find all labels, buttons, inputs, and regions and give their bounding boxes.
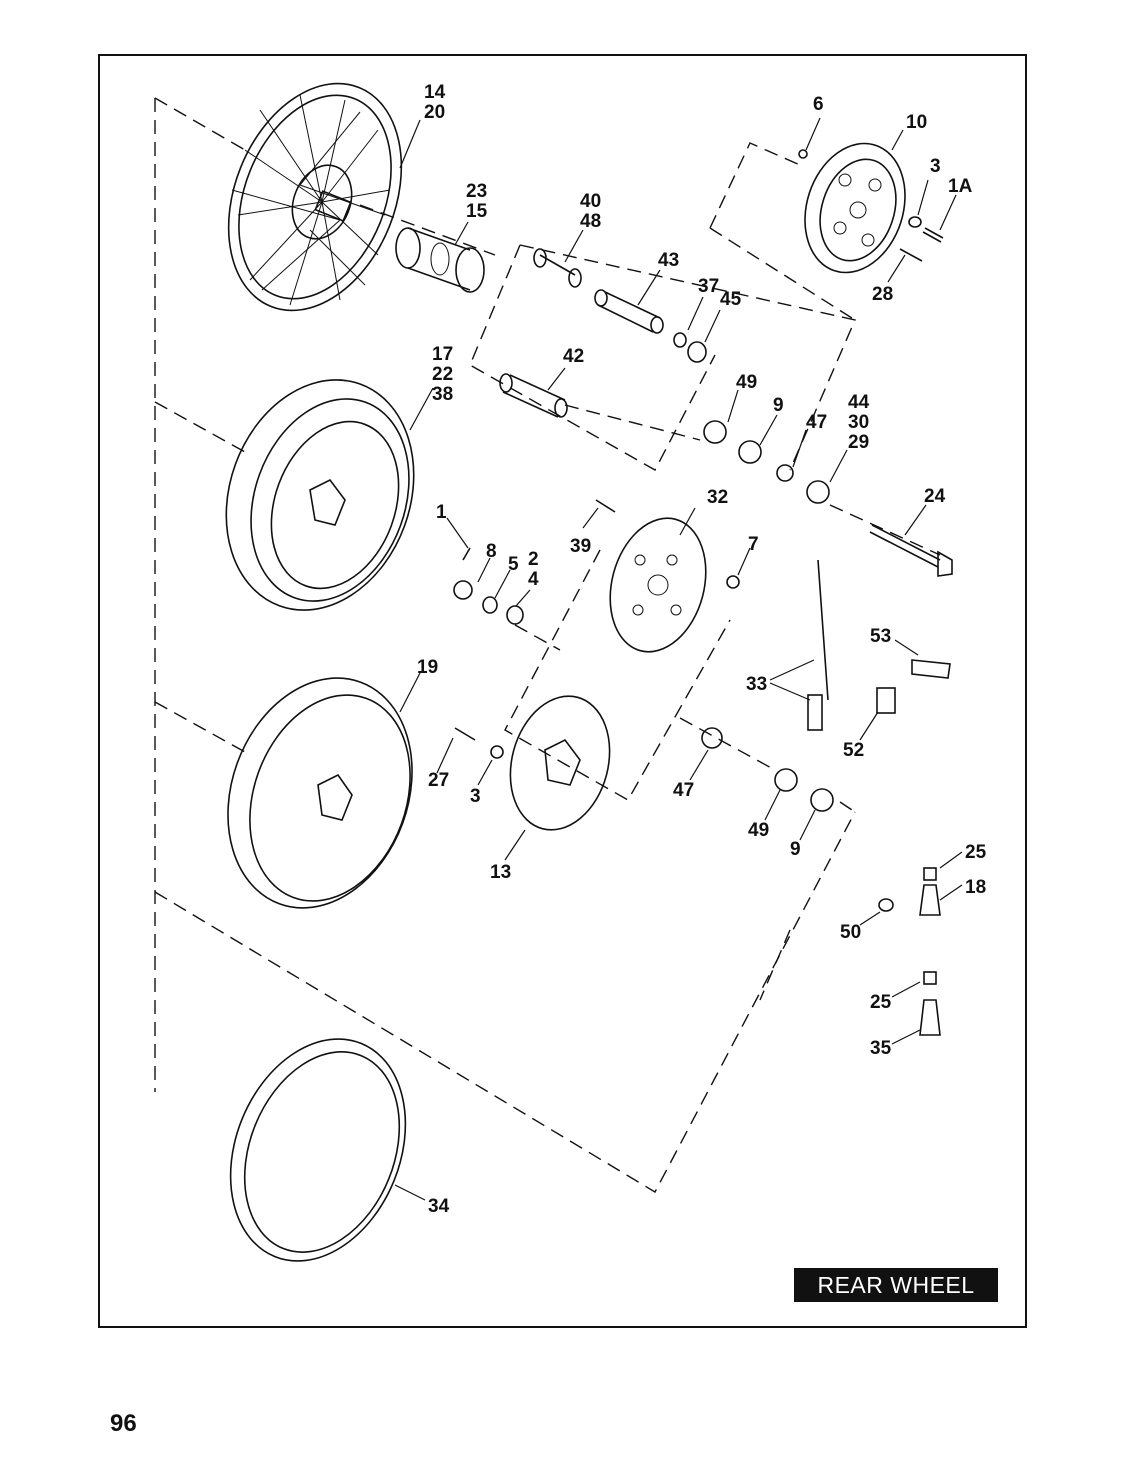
callout-30: 30 — [848, 412, 869, 433]
callout-3: 3 — [930, 156, 941, 177]
callout-53: 53 — [870, 626, 891, 647]
brake-disc-32 — [609, 517, 707, 653]
callout-47b: 47 — [673, 780, 694, 801]
page-number: 96 — [110, 1410, 137, 1437]
bearing-49b — [774, 768, 798, 792]
callout-52: 52 — [843, 740, 864, 761]
callout-3b: 3 — [470, 786, 481, 807]
spacer-assembly — [533, 248, 707, 363]
brake-disc-13 — [509, 695, 611, 831]
washer-3 — [908, 216, 922, 228]
diagram-title: REAR WHEEL — [794, 1268, 998, 1302]
callout-32: 32 — [707, 487, 728, 508]
callout-48: 48 — [580, 211, 601, 232]
callout-9b: 9 — [790, 839, 801, 860]
callout-5: 5 — [508, 554, 519, 575]
callout-29: 29 — [848, 432, 869, 453]
callout-49: 49 — [736, 372, 757, 393]
callout-22: 22 — [432, 364, 453, 385]
callout-37: 37 — [698, 276, 719, 297]
assembly-guide-lines — [154, 97, 941, 1193]
nut-6 — [798, 149, 808, 159]
nipple-33 — [807, 694, 823, 731]
callout-2: 2 — [528, 549, 539, 570]
laced-wheel — [227, 677, 413, 909]
callout-28: 28 — [872, 284, 893, 305]
insert-52 — [876, 687, 896, 714]
callout-25a: 25 — [965, 842, 987, 863]
callout-38: 38 — [432, 384, 453, 405]
diagram-frame — [98, 54, 1027, 1328]
callout-34: 34 — [428, 1196, 450, 1217]
callout-8: 8 — [486, 541, 497, 562]
callout-4: 4 — [528, 569, 539, 590]
bolt-1a — [922, 227, 944, 243]
grommet-50 — [878, 898, 894, 912]
callout-44: 44 — [848, 392, 870, 413]
callout-1: 1 — [436, 502, 447, 523]
callout-24: 24 — [924, 486, 946, 507]
bolt-39 — [595, 499, 616, 513]
callout-13: 13 — [490, 862, 511, 883]
callout-45: 45 — [720, 289, 742, 310]
callout-23: 23 — [466, 181, 487, 202]
nut-washer-set — [453, 547, 524, 625]
spacer-47b — [701, 727, 723, 749]
spoke-33 — [817, 559, 829, 701]
callout-35: 35 — [870, 1038, 892, 1059]
weight-53 — [911, 659, 951, 679]
callout-7: 7 — [748, 534, 759, 555]
callout-14: 14 — [424, 82, 446, 103]
wheel-hub — [395, 227, 485, 293]
axle-parts — [499, 373, 953, 577]
callout-27: 27 — [428, 770, 449, 791]
callout-labels: 14 20 23 15 40 48 43 37 45 6 10 3 1A 28 … — [417, 82, 987, 1217]
valve-cap-25b — [923, 971, 937, 985]
washer-3b — [490, 745, 504, 759]
callout-20: 20 — [424, 102, 445, 123]
spoked-wheel — [227, 82, 403, 312]
screw-28 — [899, 248, 923, 262]
callout-18: 18 — [965, 877, 986, 898]
leader-lines — [394, 117, 963, 1201]
rim-34 — [229, 1038, 407, 1262]
callout-19: 19 — [417, 657, 438, 678]
valve-stem-18 — [919, 884, 941, 916]
callout-42: 42 — [563, 346, 584, 367]
callout-47: 47 — [806, 412, 827, 433]
callout-9: 9 — [773, 395, 784, 416]
valve-stem-35 — [919, 999, 941, 1036]
callout-17: 17 — [432, 344, 453, 365]
cast-wheel — [225, 379, 415, 611]
callout-33: 33 — [746, 674, 767, 695]
valve-cap-25a — [923, 867, 937, 881]
callout-50: 50 — [840, 922, 861, 943]
callout-1a: 1A — [948, 176, 973, 197]
callout-15: 15 — [466, 201, 488, 222]
bearing-9b — [810, 788, 834, 812]
callout-43: 43 — [658, 250, 679, 271]
callout-49b: 49 — [748, 820, 769, 841]
callout-25b: 25 — [870, 992, 892, 1013]
callout-40: 40 — [580, 191, 601, 212]
callout-6: 6 — [813, 94, 824, 115]
callout-10: 10 — [906, 112, 927, 133]
callout-39: 39 — [570, 536, 591, 557]
bolt-27 — [454, 727, 476, 741]
nut-7 — [726, 575, 740, 589]
sprocket — [804, 142, 906, 274]
